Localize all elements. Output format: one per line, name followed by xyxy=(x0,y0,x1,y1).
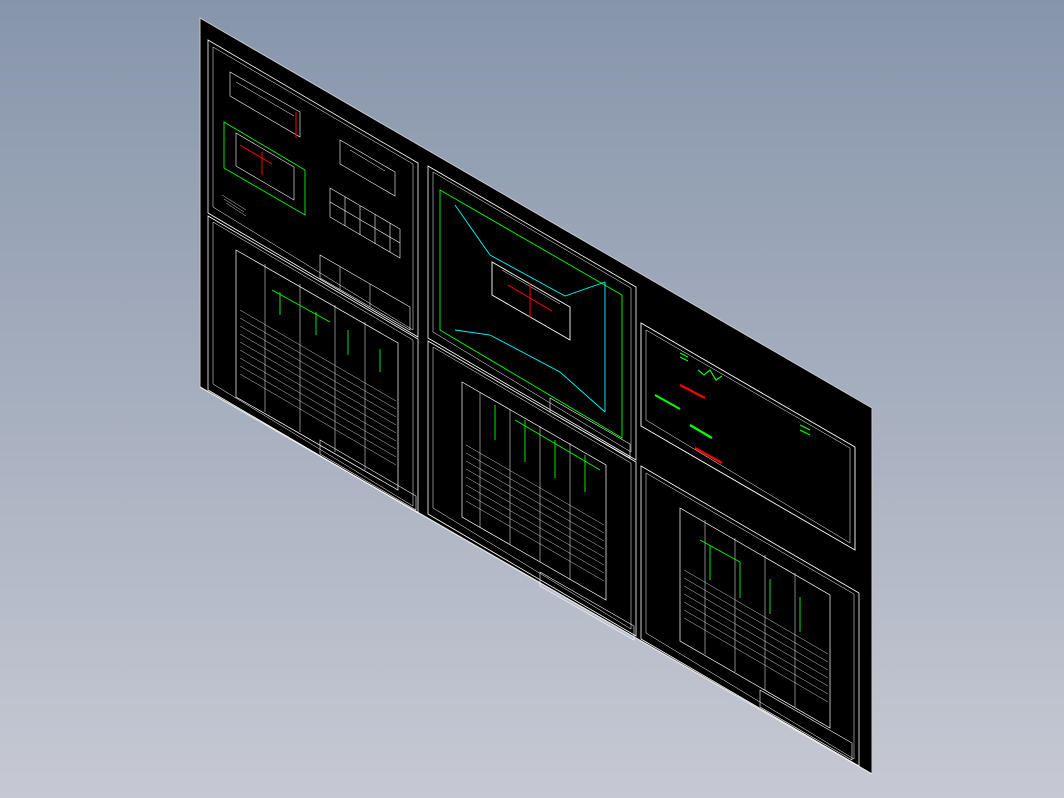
panel-site-plan xyxy=(427,165,637,461)
sheet-shadow-edge xyxy=(199,386,873,775)
panel-schematic-right xyxy=(640,465,860,767)
panel-title-page xyxy=(640,322,856,551)
panel-schematic-left xyxy=(207,215,419,514)
panel-plan-details xyxy=(207,39,419,338)
panel-schematic-middle xyxy=(427,340,637,641)
